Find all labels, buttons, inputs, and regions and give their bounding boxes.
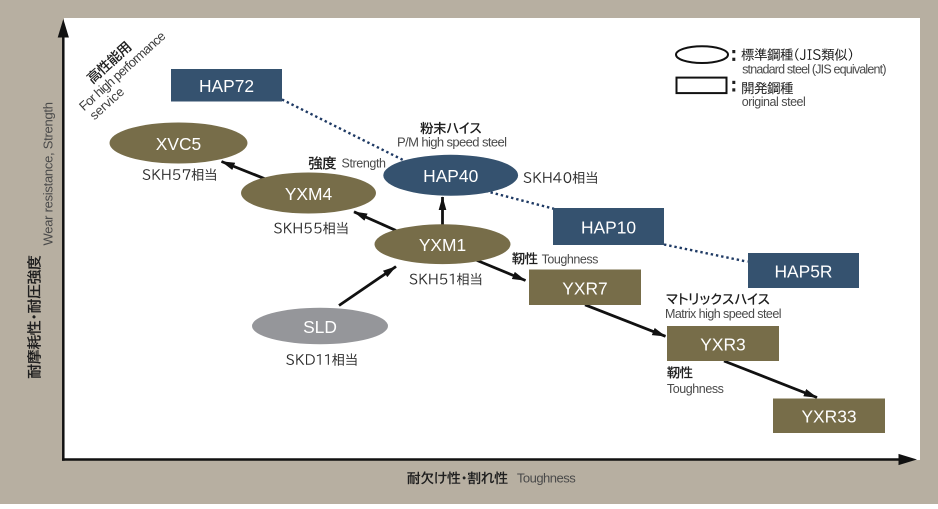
svg-text:Matrix high speed steel: Matrix high speed steel (665, 307, 782, 321)
svg-text:Toughness: Toughness (667, 382, 724, 396)
svg-text:P/M high speed steel: P/M high speed steel (397, 135, 507, 150)
svg-text:YXM4: YXM4 (285, 184, 333, 204)
svg-text:HAP40: HAP40 (423, 166, 478, 186)
svg-text:HAP10: HAP10 (581, 217, 636, 237)
svg-text:HAP5R: HAP5R (775, 261, 833, 281)
svg-text:YXR7: YXR7 (562, 278, 607, 298)
svg-text:YXR33: YXR33 (801, 407, 856, 427)
svg-text:stnadard steel (JIS equivalent: stnadard steel (JIS equivalent) (742, 63, 886, 77)
svg-text:Wear resistance, Strength: Wear resistance, Strength (41, 102, 56, 246)
svg-text:Toughness: Toughness (542, 252, 599, 266)
svg-text:YXR3: YXR3 (700, 334, 745, 354)
svg-text:YXM1: YXM1 (419, 235, 466, 255)
svg-text:original steel: original steel (742, 95, 806, 109)
svg-text:XVC5: XVC5 (156, 134, 201, 154)
svg-text:Toughness: Toughness (517, 471, 576, 486)
svg-text:HAP72: HAP72 (199, 76, 254, 96)
svg-text:SLD: SLD (303, 317, 337, 337)
svg-text:Strength: Strength (342, 157, 387, 171)
